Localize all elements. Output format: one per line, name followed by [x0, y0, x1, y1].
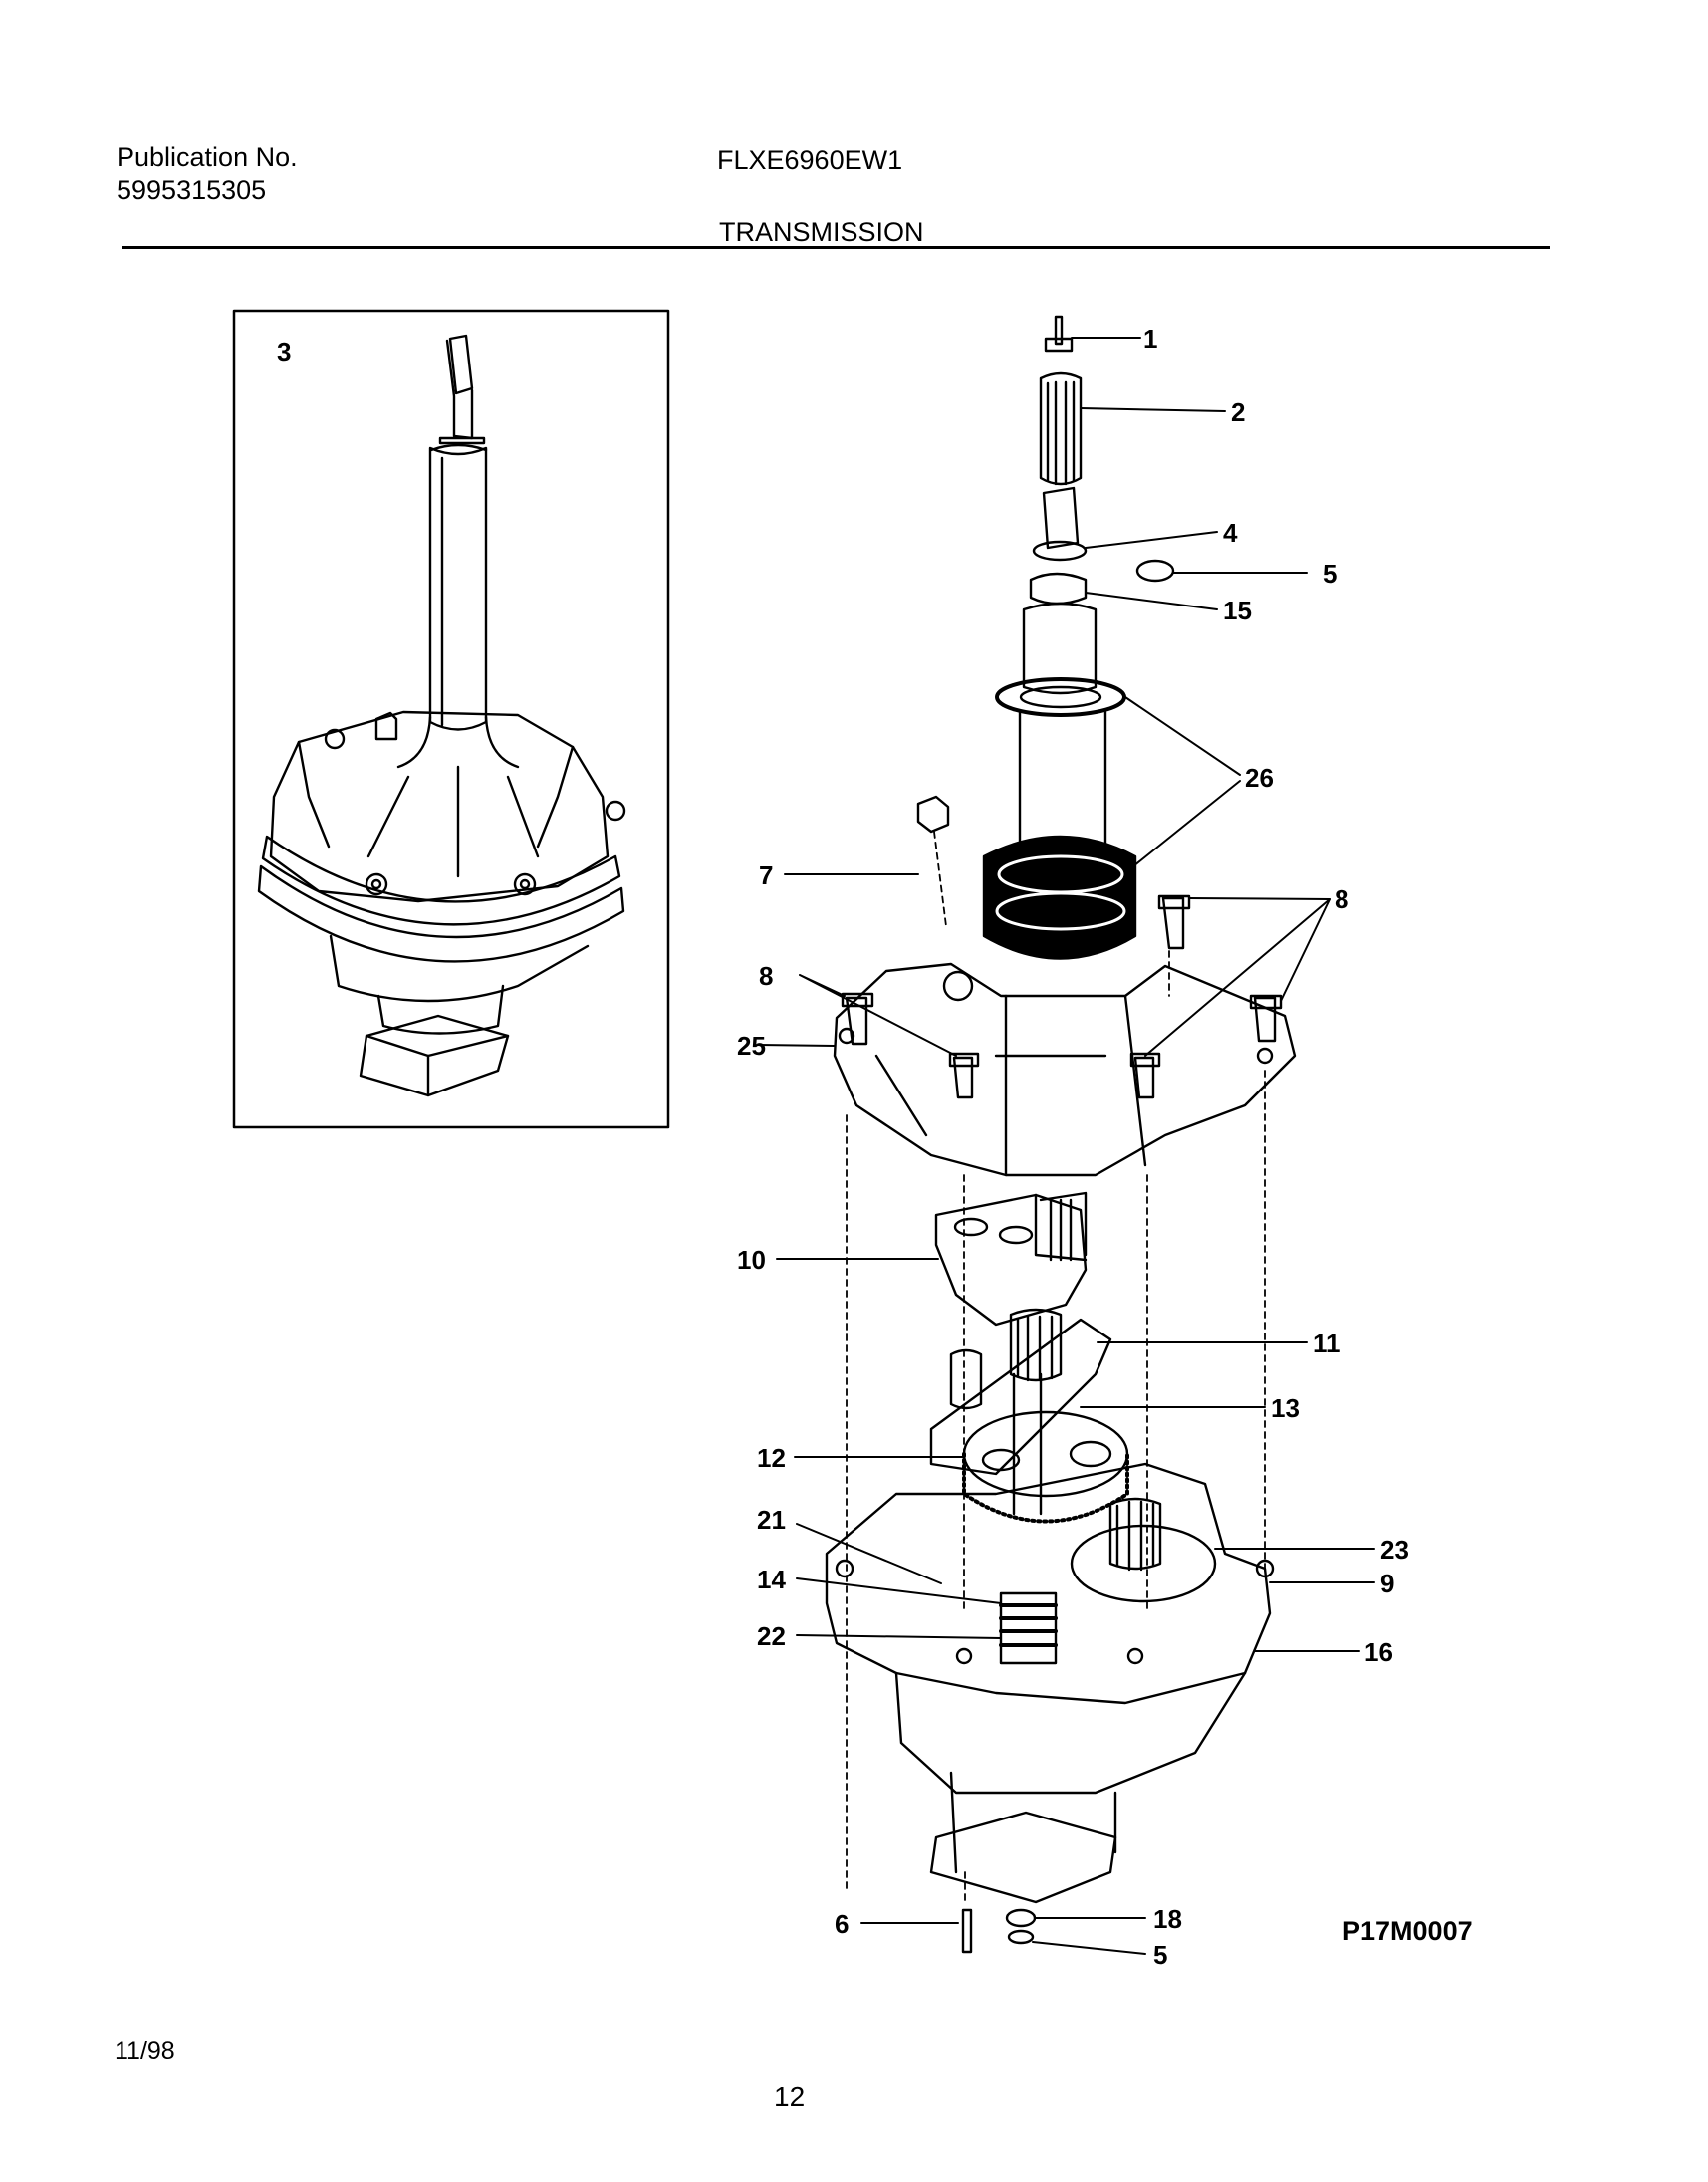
shaft-top: [1042, 486, 1080, 550]
part-7-plug: [916, 795, 950, 834]
callout-11: 11: [1313, 1329, 1341, 1358]
inset-base-block: [359, 1014, 510, 1097]
inset-lower-body: [329, 934, 590, 1003]
part-8-bolts: [841, 894, 1283, 1099]
part-5-clip-lower: [1007, 1929, 1035, 1945]
callout-9: 9: [1380, 1569, 1394, 1598]
callout-23: 23: [1380, 1535, 1409, 1565]
callout-15: 15: [1223, 596, 1252, 625]
callout-5: 5: [1323, 559, 1337, 589]
part-6-screw: [961, 1908, 973, 1954]
callout-10: 10: [737, 1245, 766, 1275]
exploded-view: [758, 315, 1375, 1955]
leader-lines: [758, 337, 1375, 1955]
part-25-cover: [833, 962, 1297, 1177]
lower-body: [894, 1671, 1247, 1795]
part-11-bracket: [929, 1318, 1112, 1476]
part-22-worm: [999, 1591, 1058, 1665]
part-26-seal-upper: [995, 677, 1126, 717]
callout-2: 2: [1231, 397, 1245, 427]
footer-date: 11/98: [115, 2037, 175, 2064]
inset-flange-upper: [261, 835, 621, 926]
part-10-gear-bracket: [934, 1193, 1088, 1327]
alignment-lines: [846, 831, 1266, 1903]
shaft-tube-upper: [1022, 602, 1098, 695]
header-rule: [122, 246, 1550, 249]
part-2-coupling: [1039, 371, 1083, 486]
callout-labels: 1 2 4 5 15 26 7 8 8 25 10 11 13 12 21 14…: [737, 324, 1473, 1970]
callout-13: 13: [1271, 1393, 1300, 1423]
callout-16: 16: [1364, 1637, 1393, 1667]
part-18-washer: [1005, 1908, 1037, 1928]
model-number: FLXE6960EW1: [717, 145, 903, 175]
part-4-seal: [1032, 540, 1088, 562]
callout-14: 14: [757, 1565, 786, 1594]
callout-6: 6: [835, 1909, 849, 1939]
part-15-bearing: [1029, 572, 1088, 606]
callout-18: 18: [1153, 1904, 1182, 1934]
callout-21: 21: [757, 1505, 786, 1535]
page-number: 12: [774, 2081, 806, 2112]
inset-flange-lower: [257, 864, 625, 963]
inset-frame: [232, 309, 670, 1129]
inset-shaft-tip: [448, 334, 474, 395]
inset-housing-top: [269, 710, 610, 903]
callout-26: 26: [1245, 763, 1274, 793]
inset-shaft-tube: [428, 446, 488, 731]
callout-4: 4: [1223, 518, 1238, 548]
assembled-transmission-inset: 3: [232, 309, 670, 1129]
inset-callout: 3: [277, 337, 291, 366]
base-block: [929, 1811, 1117, 1904]
callout-8-left: 8: [759, 961, 773, 991]
part-16-lower-housing: [825, 1462, 1272, 1705]
callout-1: 1: [1143, 324, 1157, 354]
callout-22: 22: [757, 1621, 786, 1651]
callout-5-lower: 5: [1153, 1940, 1167, 1970]
callout-7: 7: [759, 860, 773, 890]
callout-12: 12: [757, 1443, 786, 1473]
section-title: TRANSMISSION: [719, 217, 924, 247]
part-26-seal-lower: [982, 835, 1137, 960]
publication-label: Publication No.: [117, 142, 298, 172]
part-5-clip: [1135, 559, 1175, 583]
publication-number: 5995315305: [117, 175, 267, 205]
callout-25: 25: [737, 1031, 766, 1061]
part-23-gear: [1070, 1524, 1217, 1603]
drawing-code: P17M0007: [1342, 1916, 1473, 1946]
callout-8-right: 8: [1335, 884, 1348, 914]
part-1-bolt: [1054, 315, 1064, 346]
part-11-pinion: [1009, 1308, 1063, 1382]
